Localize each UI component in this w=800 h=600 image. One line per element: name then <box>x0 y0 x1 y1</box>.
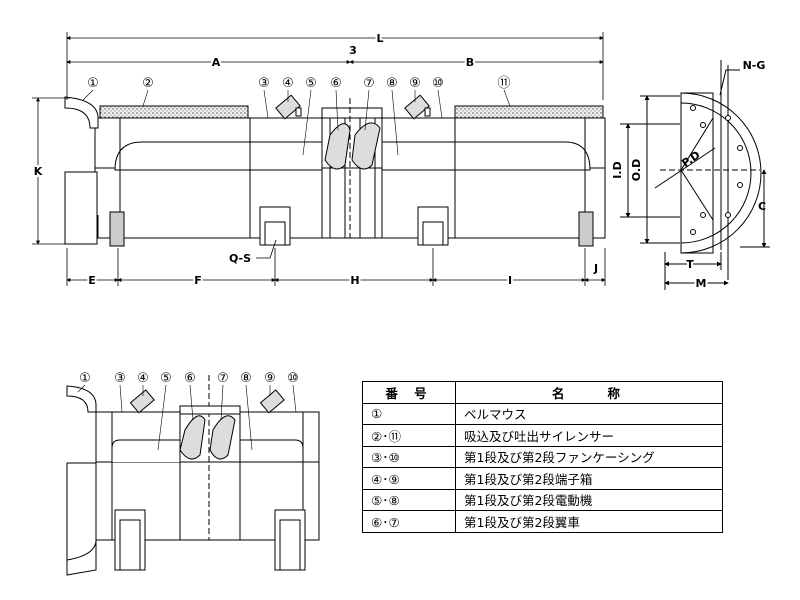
bottom-callout-4: ④ <box>137 371 149 386</box>
top-callouts: ① ② ③ ④ ⑤ ⑥ ⑦ ⑧ ⑨ ⑩ ⑪ <box>87 76 510 91</box>
row-number: ④･⑨ <box>362 467 456 490</box>
bell-mouth <box>64 96 99 129</box>
callout-7: ⑦ <box>363 76 375 91</box>
foot-1 <box>109 211 125 247</box>
callout-2: ② <box>142 76 154 91</box>
header-number: 番 号 <box>362 381 456 404</box>
row-number: ②･⑪ <box>362 424 456 447</box>
silencer-left <box>99 105 249 119</box>
callout-11: ⑪ <box>497 76 510 91</box>
row-number: ① <box>362 402 456 425</box>
callout-4: ④ <box>282 76 294 91</box>
callout-5: ⑤ <box>305 76 317 91</box>
callout-3: ③ <box>258 76 270 91</box>
callout-6: ⑥ <box>330 76 342 91</box>
bottom-view <box>66 375 320 576</box>
table-row: ②･⑪ 吸込及び吐出サイレンサー <box>362 424 723 447</box>
dim-J: J <box>593 262 598 275</box>
bottom-callout-9: ⑨ <box>264 371 276 386</box>
dim-L: L <box>376 32 383 45</box>
row-name: 第1段及び第2段ファンケーシング <box>455 445 723 468</box>
dim-I: I <box>508 274 512 287</box>
table-row: ① ベルマウス <box>362 402 723 425</box>
row-name: 第1段及び第2段電動機 <box>455 488 723 511</box>
dim-B: B <box>466 56 474 69</box>
impeller-1 <box>324 123 351 170</box>
bottom-callout-7: ⑦ <box>217 371 229 386</box>
mount-right <box>417 206 449 246</box>
dim-3: 3 <box>349 44 357 57</box>
silencer-right <box>454 105 604 119</box>
bottom-callout-1: ① <box>79 371 91 386</box>
flange-bolt-holes <box>690 105 743 235</box>
callout-10: ⑩ <box>432 76 444 91</box>
header-name: 名 称 <box>455 381 723 404</box>
row-name: 吸込及び吐出サイレンサー <box>455 424 723 447</box>
motor-1-outline <box>114 141 323 171</box>
terminal-box-1 <box>275 94 302 120</box>
top-labels: L A B 3 K E F H I J Q-S <box>32 30 598 289</box>
row-number: ③･⑩ <box>362 445 456 468</box>
foot-2 <box>578 211 594 247</box>
top-main-view <box>64 94 606 247</box>
row-name: 第1段及び第2段端子箱 <box>455 467 723 490</box>
bottom-callouts: ① ③ ④ ⑤ ⑥ ⑦ ⑧ ⑨ ⑩ <box>79 371 299 386</box>
dim-OD: O.D <box>630 159 643 181</box>
row-name: 第1段及び第2段翼車 <box>455 510 723 533</box>
section-lines <box>119 98 586 238</box>
motor-2-outline <box>381 141 591 171</box>
callout-1: ① <box>87 76 99 91</box>
top-dimensions <box>32 32 606 286</box>
callout-9: ⑨ <box>409 76 421 91</box>
dim-E: E <box>88 274 96 287</box>
row-name: ベルマウス <box>455 402 723 425</box>
row-number: ⑤･⑧ <box>362 488 456 511</box>
table-row: ④･⑨ 第1段及び第2段端子箱 <box>362 467 723 490</box>
dim-NG: N-G <box>743 59 766 72</box>
bottom-callout-8: ⑧ <box>240 371 252 386</box>
dim-A: A <box>212 56 221 69</box>
dim-ID: I.D <box>611 161 624 178</box>
row-number: ⑥･⑦ <box>362 510 456 533</box>
table-row: ⑥･⑦ 第1段及び第2段翼車 <box>362 510 723 533</box>
dim-QS: Q-S <box>229 252 251 265</box>
end-view <box>620 60 770 290</box>
callout-8: ⑧ <box>386 76 398 91</box>
table-row: ③･⑩ 第1段及び第2段ファンケーシング <box>362 445 723 468</box>
dim-H: H <box>350 274 359 287</box>
dim-M: M <box>696 277 707 290</box>
dim-T: T <box>686 258 694 271</box>
parts-table: 番 号 名 称 ① ベルマウス ②･⑪ 吸込及び吐出サイレンサー ③･⑩ 第1段… <box>362 381 723 533</box>
dim-K: K <box>34 165 43 178</box>
bottom-callout-6: ⑥ <box>184 371 196 386</box>
dim-C: C <box>758 200 766 213</box>
mount-left <box>259 206 291 246</box>
impeller-2 <box>351 122 381 170</box>
table-row: ⑤･⑧ 第1段及び第2段電動機 <box>362 488 723 511</box>
terminal-box-2 <box>404 94 431 120</box>
bottom-callout-10: ⑩ <box>287 371 299 386</box>
bottom-callout-5: ⑤ <box>160 371 172 386</box>
dim-F: F <box>194 274 202 287</box>
bottom-callout-3: ③ <box>114 371 126 386</box>
table-header-row: 番 号 名 称 <box>362 381 723 404</box>
